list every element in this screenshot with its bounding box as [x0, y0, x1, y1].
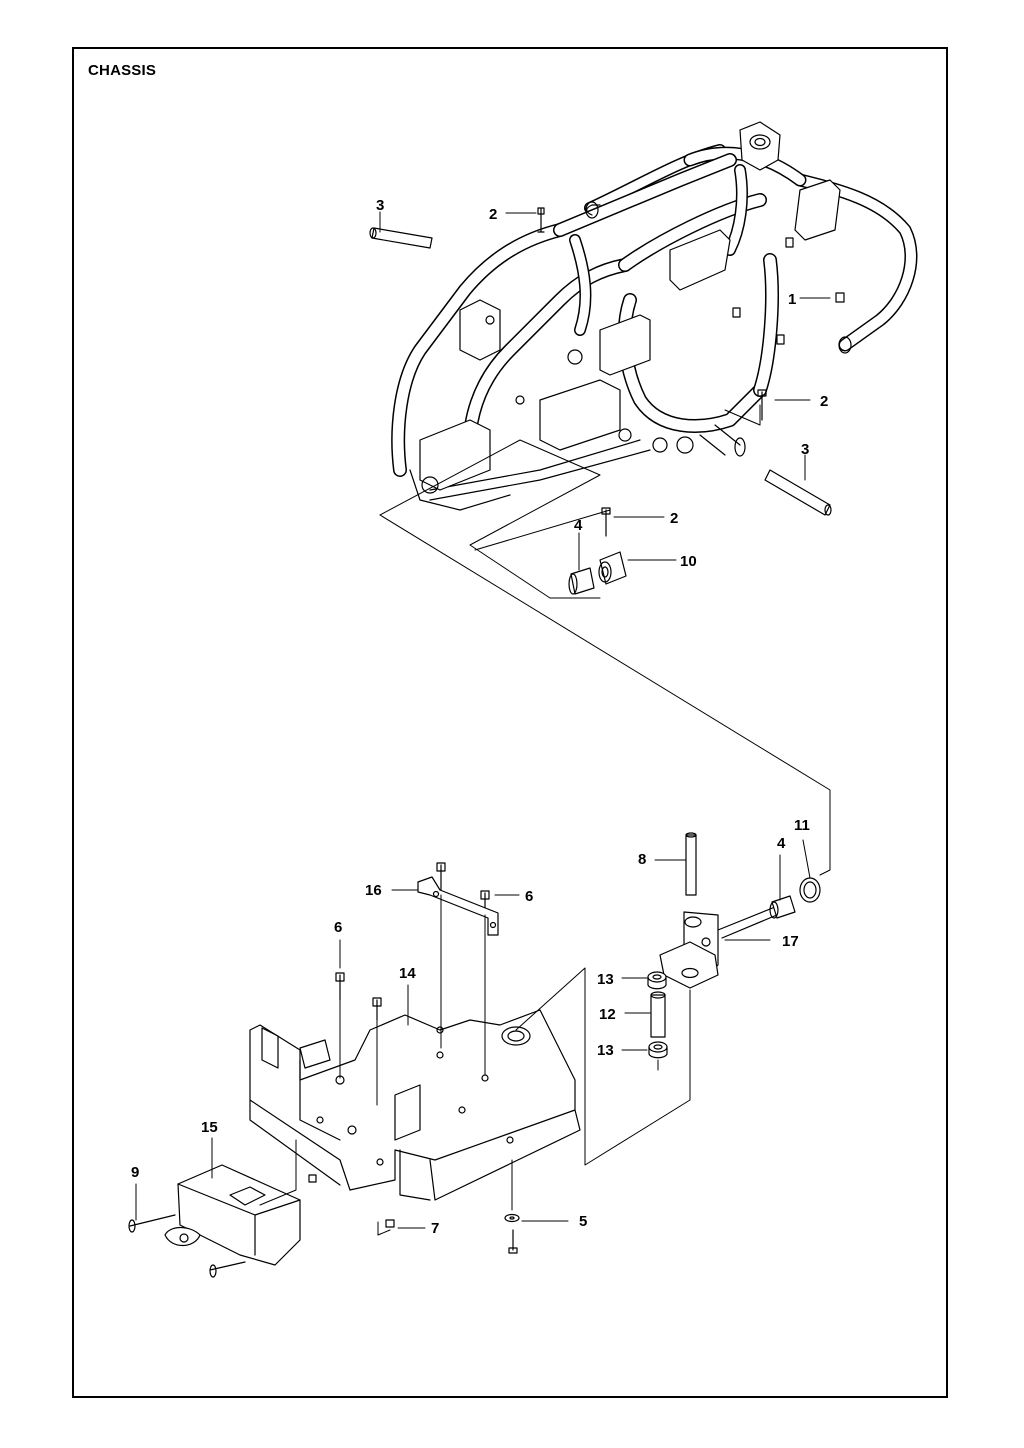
callout-11: 11 [794, 817, 810, 834]
callout-8: 8 [638, 851, 646, 868]
callout-1: 1 [788, 291, 796, 308]
bushing-13-lower [648, 1041, 668, 1059]
spacer-10 [598, 551, 627, 585]
leader-lines-lower [135, 839, 811, 1236]
bushing-13-upper [647, 971, 667, 990]
callout-6-right: 6 [525, 888, 533, 905]
callout-2-top: 2 [489, 206, 497, 223]
callout-2-lower: 2 [670, 510, 678, 527]
pin-3-left [369, 227, 433, 249]
callout-14: 14 [399, 965, 416, 982]
callout-12: 12 [599, 1006, 616, 1023]
callout-5: 5 [579, 1213, 587, 1230]
callout-10: 10 [680, 553, 697, 570]
tube-frame [391, 121, 918, 511]
callout-7: 7 [431, 1220, 439, 1237]
callout-13-upper: 13 [597, 971, 614, 988]
frame-bolts [537, 207, 845, 537]
callout-9: 9 [131, 1164, 139, 1181]
callout-13-lower: 13 [597, 1042, 614, 1059]
page-title: CHASSIS [88, 62, 157, 79]
callout-3-upper-left: 3 [376, 197, 384, 214]
callout-16: 16 [365, 882, 382, 899]
diagram-frame [72, 47, 948, 1398]
lower-plate [249, 1009, 581, 1201]
sleeve-12 [650, 991, 666, 1038]
pivot-bracket-17 [659, 902, 786, 989]
pin-3-right [764, 469, 832, 516]
callout-15: 15 [201, 1119, 218, 1136]
callout-3-right: 3 [801, 441, 809, 458]
callout-4-upper: 4 [574, 517, 583, 534]
hitch-15 [164, 1164, 301, 1266]
bushing-4-lower [769, 895, 796, 919]
bushing-4-upper [568, 567, 595, 595]
callout-6-left: 6 [334, 919, 342, 936]
washer-11 [799, 877, 821, 903]
callout-4-lower: 4 [777, 835, 786, 852]
callout-labels: 3 2 1 2 3 2 4 10 11 8 4 17 16 6 6 14 13 … [131, 197, 828, 1237]
pin-8 [685, 832, 697, 896]
leader-lines-upper [379, 211, 831, 876]
strap-16 [417, 876, 499, 936]
callout-17: 17 [782, 933, 799, 950]
callout-2-right: 2 [820, 393, 828, 410]
